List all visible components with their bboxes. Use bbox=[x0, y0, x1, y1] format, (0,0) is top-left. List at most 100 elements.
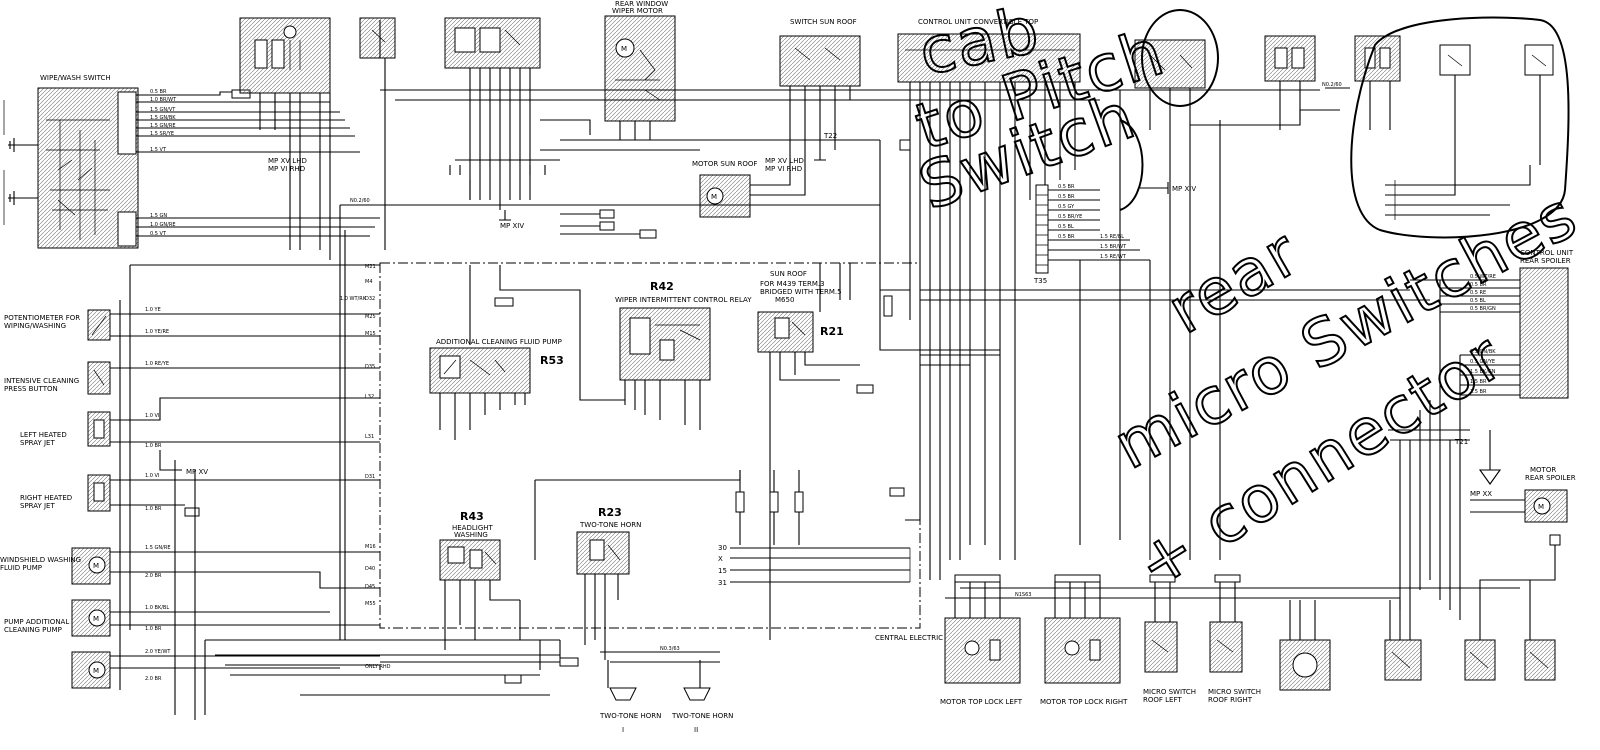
wire-label: 2.0 YE/WT bbox=[145, 649, 171, 655]
wire-label: 1.0 VI bbox=[145, 473, 159, 479]
wire-label: 1.0 RE/YE bbox=[145, 361, 169, 367]
bus-label: 30 bbox=[718, 544, 727, 552]
mp-xv-vi-label-2a: MP XV LHD bbox=[765, 157, 804, 165]
switch-sun-roof: SWITCH SUN ROOF T22 bbox=[779, 18, 861, 161]
wire-label: 0.5 BR bbox=[1470, 282, 1487, 288]
bottom-wires: ONLY RHD bbox=[205, 600, 561, 696]
pin-label: D32 bbox=[365, 296, 375, 302]
pin-label: M15 bbox=[365, 331, 376, 337]
left-feed-wires: MP XV 1.0 YE 1.0 WT/RK 1.0 YE/RE 1.0 RE/… bbox=[110, 264, 380, 720]
mp-xiv-label: MP XIV bbox=[500, 222, 524, 230]
top-right-relays: N0.2/60 bbox=[1080, 35, 1554, 175]
svg-text:M: M bbox=[621, 45, 627, 53]
wire-label: 1.0 GN/RE bbox=[150, 222, 175, 228]
t21-label: T21 bbox=[1454, 438, 1468, 446]
wipe-wash-switch: WIPE/WASH SWITCH bbox=[37, 74, 139, 249]
wire-label: 1.5 GN/RE bbox=[145, 545, 170, 551]
wire-label: 1.5 GN/BK bbox=[150, 115, 176, 121]
t22-ref: T22 bbox=[823, 132, 837, 140]
control-unit-top-label: CONTROL UNIT CONVERTIBLE TOP bbox=[918, 18, 1038, 26]
wire-label: 0.5 GN/BK bbox=[1470, 349, 1496, 355]
bottom-right-components bbox=[1279, 600, 1556, 691]
headlight-washing-label-1: HEADLIGHT bbox=[452, 524, 494, 532]
r43-headlight-washing: R43 HEADLIGHT WASHING bbox=[439, 510, 520, 650]
handwriting-circle-left bbox=[1141, 9, 1219, 107]
bus-label: 31 bbox=[718, 579, 727, 587]
left-component-column: M M M POTENTIOMETER FOR WIPING/WASHING I… bbox=[0, 309, 111, 689]
pin-label: M4 bbox=[365, 279, 373, 285]
wire-label: 0.5 BL bbox=[1470, 298, 1486, 304]
motor-rear-spoiler-label-1: MOTOR bbox=[1530, 466, 1556, 474]
mp-xv-label: MP XV bbox=[186, 468, 208, 476]
wire-label: 0.5 BR/GN bbox=[1470, 306, 1496, 312]
wire-label: 1.5 RE/WT bbox=[1100, 254, 1127, 260]
handwriting-bracket bbox=[1119, 119, 1144, 211]
svg-text:M: M bbox=[93, 667, 99, 675]
r43-label: R43 bbox=[460, 510, 484, 523]
sun-roof-note-2: BRIDGED WITH TERM.5 bbox=[760, 288, 842, 296]
wire-label: 1.5 BK/GN bbox=[1470, 369, 1496, 375]
micro-switch-left-label-2: ROOF LEFT bbox=[1143, 696, 1182, 704]
bus-bars: 30 X 15 31 bbox=[718, 544, 911, 587]
fuses bbox=[534, 470, 804, 560]
pin-label: D40 bbox=[365, 566, 375, 572]
right-jet-label-1: RIGHT HEATED bbox=[20, 494, 72, 502]
r53-additional-pump: ADDITIONAL CLEANING FLUID PUMP R53 bbox=[429, 338, 564, 440]
connector-t35: T35 0.5 BR 0.5 BR 0.5 GY 0.5 BR/YE 0.5 B… bbox=[1033, 184, 1150, 285]
r53-label: R53 bbox=[540, 354, 564, 367]
wire-label: 1.0 BK/BL bbox=[145, 605, 169, 611]
motor-top-lock-left: MOTOR TOP LOCK LEFT bbox=[940, 574, 1023, 706]
wire-label: 0.5 BR bbox=[150, 89, 167, 95]
switch-sun-roof-label: SWITCH SUN ROOF bbox=[790, 18, 857, 26]
rear-spoiler-unit-label-1: CONTROL UNIT bbox=[1520, 249, 1574, 257]
top-relay-boxes bbox=[239, 17, 541, 94]
wire-label: 0.5 WT/RE bbox=[1470, 274, 1496, 280]
rear-window-wiper-motor: M REAR WINDOW WIPER MOTOR bbox=[540, 0, 700, 141]
windshield-pump-label-1: WINDSHIELD WASHING bbox=[0, 556, 81, 564]
r21-label: R21 bbox=[820, 325, 844, 338]
pin-label: M21 bbox=[365, 264, 376, 270]
r42-wiper-relay: R42 WIPER INTERMITTENT CONTROL RELAY bbox=[469, 265, 752, 430]
horn-left-label-2: I bbox=[622, 726, 624, 734]
tag-boxes bbox=[184, 209, 905, 684]
svg-text:M: M bbox=[93, 562, 99, 570]
wire-label: 0.5 BR/YE bbox=[1058, 214, 1082, 220]
micro-switch-left-label-1: MICRO SWITCH bbox=[1143, 688, 1196, 696]
sun-roof-label: SUN ROOF bbox=[770, 270, 807, 278]
handwriting-circle-right bbox=[1350, 16, 1570, 239]
pin-label: M55 bbox=[365, 601, 376, 607]
wire-label: 1.0 VI bbox=[145, 413, 159, 419]
wire-label: 1.5 VT bbox=[150, 147, 167, 153]
pin-label: D35 bbox=[365, 364, 375, 370]
motor-rear-spoiler: M MOTOR REAR SPOILER bbox=[1470, 466, 1576, 640]
wire-label: 1.0 BR bbox=[145, 506, 162, 512]
wire-label: 0.5 BR bbox=[1058, 184, 1075, 190]
wire-label: 1.0 BR/WT bbox=[150, 97, 177, 103]
t21-connector: T21 MP XX bbox=[1388, 429, 1502, 620]
t35-label: T35 bbox=[1033, 277, 1047, 285]
ground-points-upper: MP XV LHD MP VI RHD MP XIV bbox=[268, 157, 524, 230]
top-vertical-wires bbox=[259, 20, 560, 260]
headlight-washing-label-2: WASHING bbox=[454, 531, 488, 539]
motor-lock-right-label: MOTOR TOP LOCK RIGHT bbox=[1040, 698, 1128, 706]
wire-label: 0.5 BR bbox=[1058, 194, 1075, 200]
wire-label: 0.5 GN/YE bbox=[1470, 359, 1495, 365]
motor-sun-roof: M MOTOR SUN ROOF MP XV LHD MP VI RHD bbox=[692, 150, 880, 218]
horns: TWO-TONE HORN I TWO-TONE HORN II N0.3/63 bbox=[599, 646, 733, 734]
intensive-button-label-1: INTENSIVE CLEANING bbox=[4, 377, 79, 385]
wire-label: 1.0 YE/RE bbox=[145, 329, 169, 335]
micro-switch-right: MICRO SWITCH ROOF RIGHT bbox=[1208, 574, 1261, 704]
mp-xv-vi-label-2b: MP VI RHD bbox=[765, 165, 802, 173]
rear-wiper-motor-label-2: WIPER MOTOR bbox=[612, 7, 663, 15]
micro-switch-right-label-1: MICRO SWITCH bbox=[1208, 688, 1261, 696]
wire-label: 1.0 BR bbox=[145, 626, 162, 632]
motor-lock-left-label: MOTOR TOP LOCK LEFT bbox=[940, 698, 1023, 706]
left-jet-label-2: SPRAY JET bbox=[20, 439, 55, 447]
pin-label: D45 bbox=[365, 584, 375, 590]
r23-horn-relay: R23 TWO-TONE HORN bbox=[576, 506, 641, 660]
additional-pump-label: ADDITIONAL CLEANING FLUID PUMP bbox=[436, 338, 562, 346]
svg-text:M: M bbox=[93, 615, 99, 623]
r21-sun-roof: SUN ROOF FOR M439 TERM.3 BRIDGED WITH TE… bbox=[757, 263, 860, 640]
wire-label: 1.0 WT/RK bbox=[340, 296, 367, 302]
